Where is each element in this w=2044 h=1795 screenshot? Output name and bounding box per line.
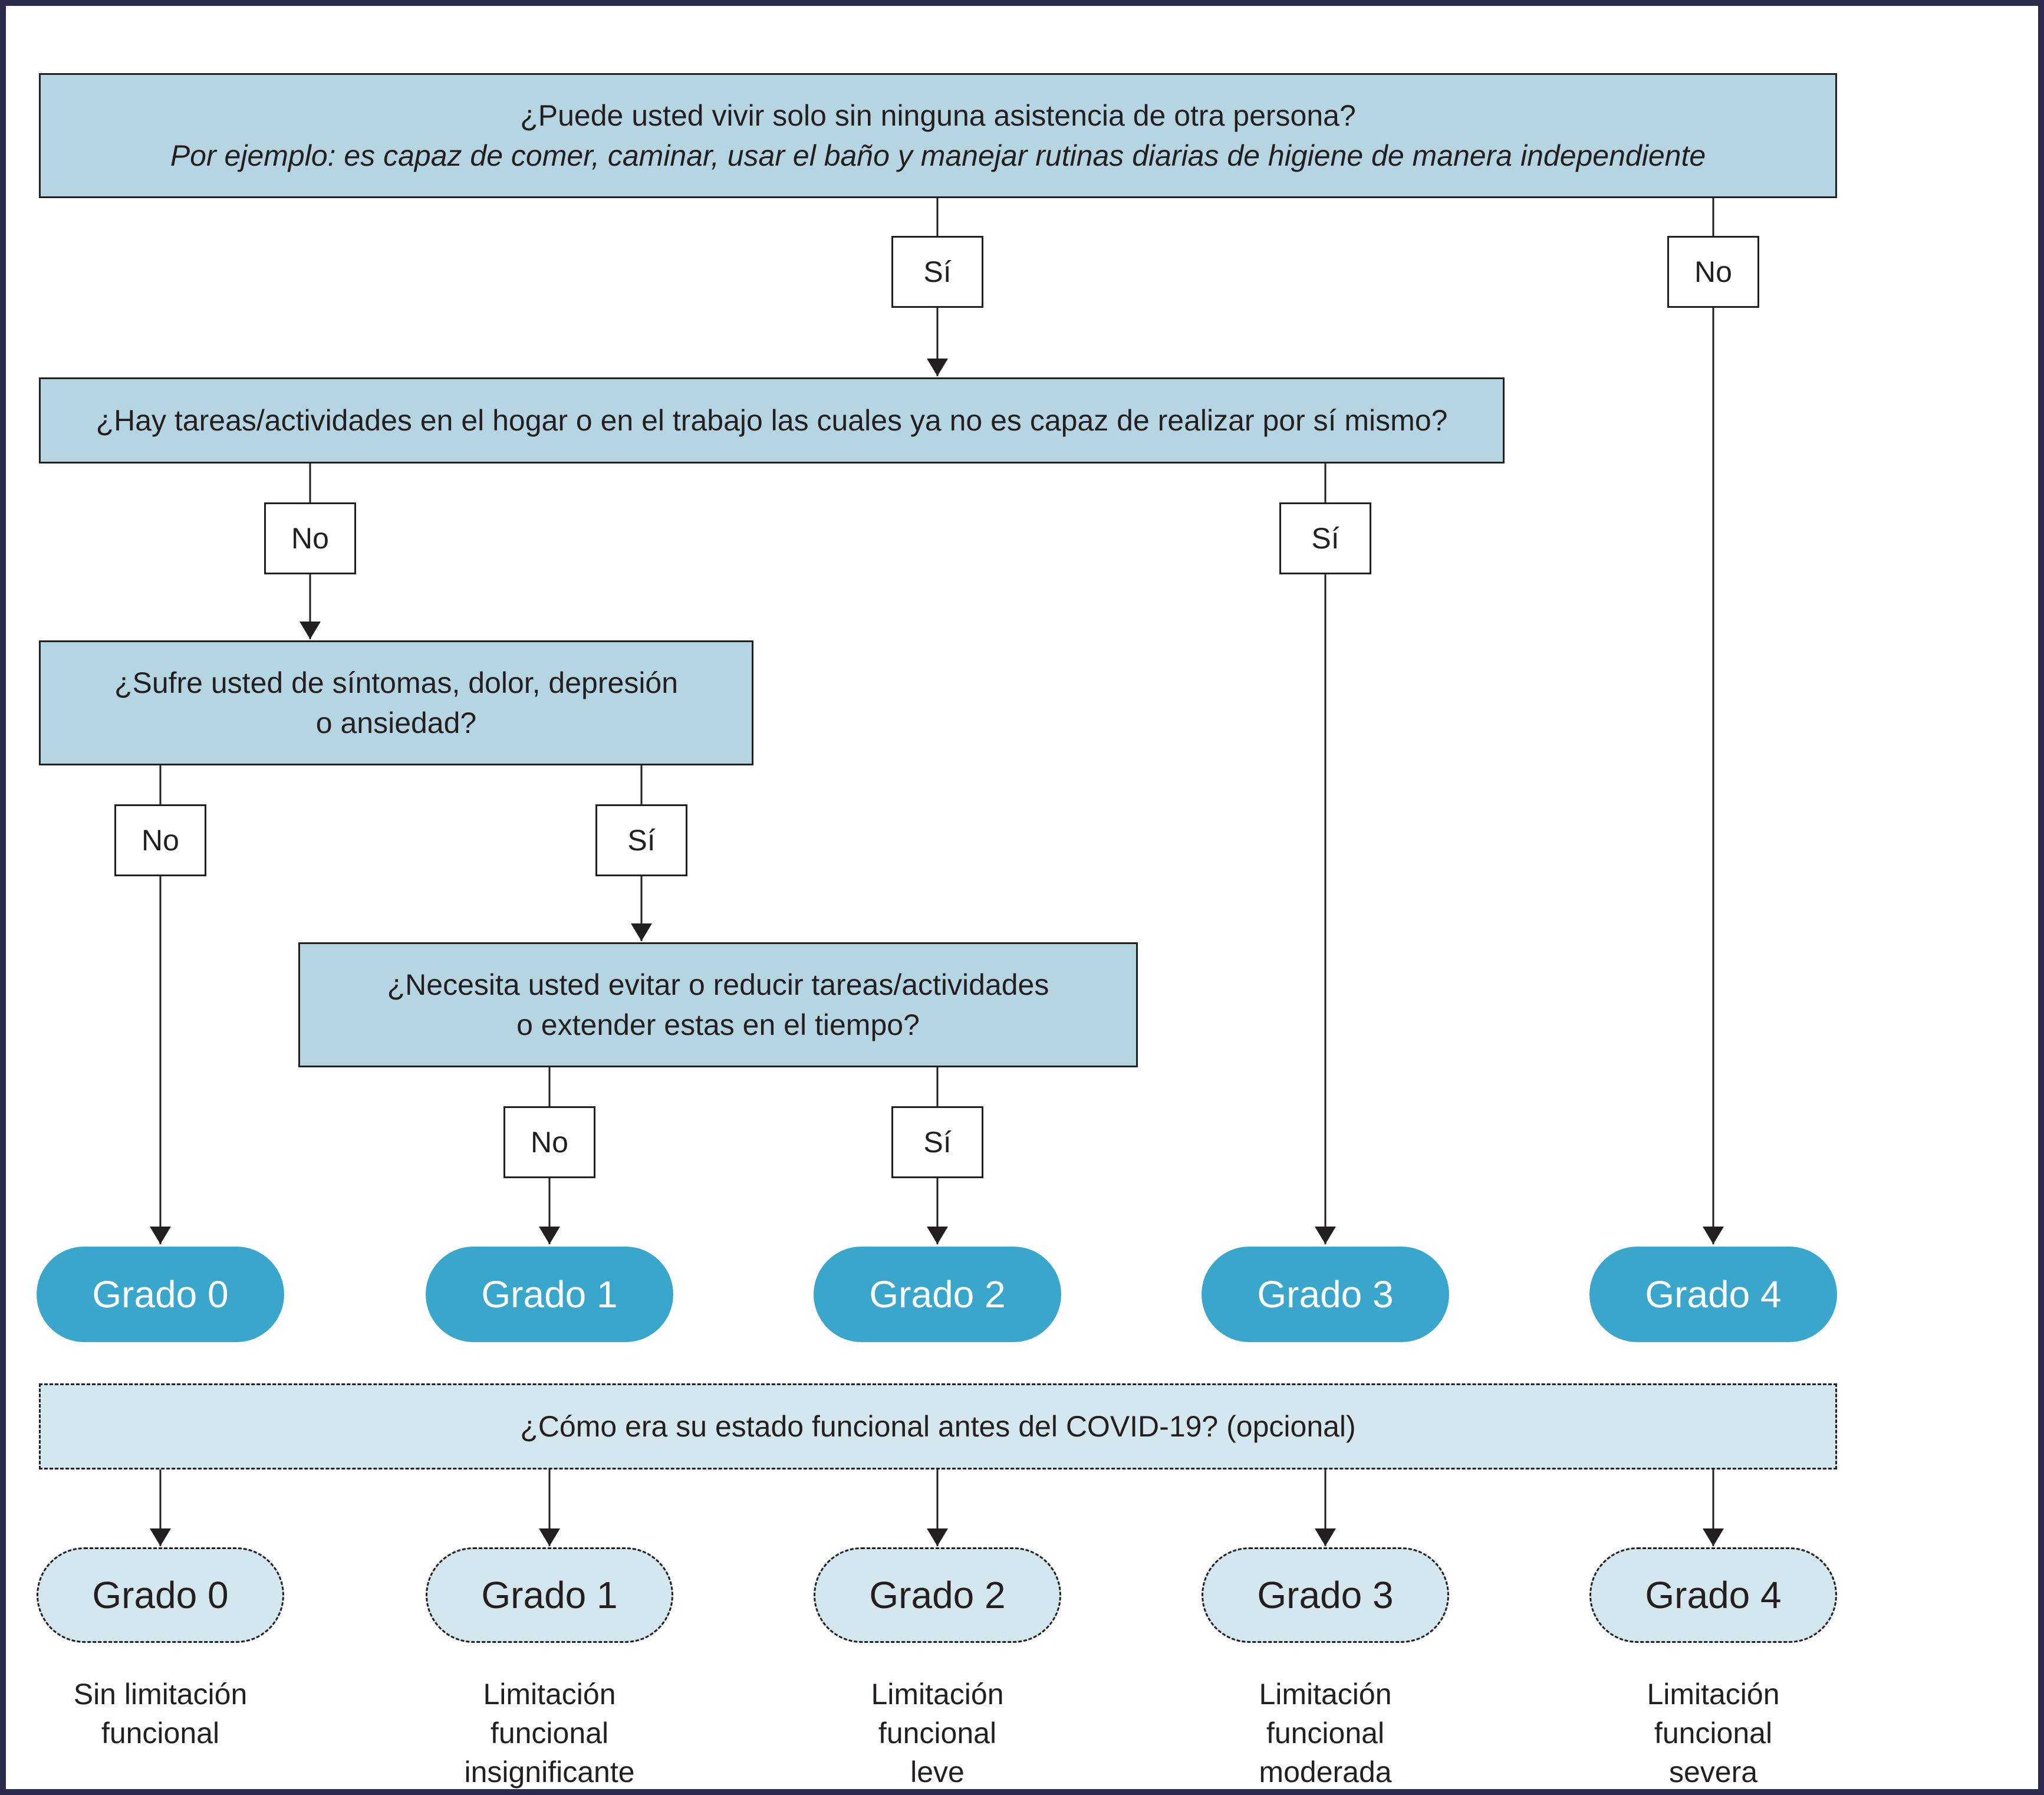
description-grade-4: Limitación funcional severa xyxy=(1584,1675,1843,1791)
question-live-alone-text: ¿Puede usted vivir solo sin ninguna asis… xyxy=(520,99,1356,132)
answer-q1-yes: Sí xyxy=(891,236,983,308)
description-grade-4-line-2: funcional xyxy=(1654,1717,1773,1750)
answer-q2-no: No xyxy=(264,502,356,574)
pre-covid-grade-0: Grado 0 xyxy=(37,1547,284,1643)
description-grade-0-line-1: Sin limitación xyxy=(73,1678,248,1711)
grade-3-result: Grado 3 xyxy=(1202,1247,1449,1342)
description-grade-3-line-2: funcional xyxy=(1266,1717,1385,1750)
question-avoid-tasks: ¿Necesita usted evitar o reducir tareas/… xyxy=(298,942,1138,1067)
grade-4-result: Grado 4 xyxy=(1589,1247,1837,1342)
description-grade-1-line-1: Limitación xyxy=(483,1678,616,1711)
answer-q3-no: No xyxy=(114,804,206,876)
answer-q1-no: No xyxy=(1667,236,1759,308)
description-grade-0-line-2: funcional xyxy=(101,1717,220,1750)
question-unable-tasks-text: ¿Hay tareas/actividades en el hogar o en… xyxy=(96,404,1448,437)
pre-covid-question-text: ¿Cómo era su estado funcional antes del … xyxy=(520,1410,1356,1443)
pre-covid-grade-2: Grado 2 xyxy=(814,1547,1061,1643)
answer-q4-yes: Sí xyxy=(891,1106,983,1178)
question-symptoms: ¿Sufre usted de síntomas, dolor, depresi… xyxy=(39,640,753,765)
grade-0-result: Grado 0 xyxy=(37,1247,284,1342)
answer-q2-yes: Sí xyxy=(1279,502,1371,574)
description-grade-1: Limitación funcional insignificante xyxy=(420,1675,679,1791)
question-symptoms-line-1: ¿Sufre usted de síntomas, dolor, depresi… xyxy=(114,666,679,699)
description-grade-3: Limitación funcional moderada xyxy=(1196,1675,1455,1791)
question-unable-tasks: ¿Hay tareas/actividades en el hogar o en… xyxy=(39,377,1505,463)
question-symptoms-line-2: o ansiedad? xyxy=(315,706,477,739)
description-grade-2: Limitación funcional leve xyxy=(808,1675,1067,1791)
description-grade-0: Sin limitación funcional xyxy=(31,1675,290,1753)
description-grade-2-line-2: funcional xyxy=(878,1717,997,1750)
description-grade-4-line-1: Limitación xyxy=(1647,1678,1780,1711)
description-grade-1-line-3: insignificante xyxy=(464,1755,635,1789)
answer-q4-no: No xyxy=(503,1106,595,1178)
pre-covid-grade-1: Grado 1 xyxy=(426,1547,673,1643)
pre-covid-grade-4: Grado 4 xyxy=(1589,1547,1837,1643)
question-avoid-tasks-line-1: ¿Necesita usted evitar o reducir tareas/… xyxy=(387,968,1049,1001)
pre-covid-question: ¿Cómo era su estado funcional antes del … xyxy=(39,1383,1837,1469)
answer-q3-yes: Sí xyxy=(595,804,687,876)
pre-covid-grade-3: Grado 3 xyxy=(1202,1547,1449,1643)
question-avoid-tasks-line-2: o extender estas en el tiempo? xyxy=(516,1008,920,1041)
description-grade-2-line-1: Limitación xyxy=(871,1678,1004,1711)
description-grade-3-line-3: moderada xyxy=(1259,1755,1392,1789)
grade-1-result: Grado 1 xyxy=(426,1247,673,1342)
question-live-alone-example: Por ejemplo: es capaz de comer, caminar,… xyxy=(170,139,1706,172)
description-grade-4-line-3: severa xyxy=(1668,1755,1758,1789)
description-grade-2-line-3: leve xyxy=(910,1755,965,1789)
description-grade-3-line-1: Limitación xyxy=(1259,1678,1392,1711)
description-grade-1-line-2: funcional xyxy=(490,1717,609,1750)
grade-2-result: Grado 2 xyxy=(814,1247,1061,1342)
question-live-alone: ¿Puede usted vivir solo sin ninguna asis… xyxy=(39,73,1837,198)
